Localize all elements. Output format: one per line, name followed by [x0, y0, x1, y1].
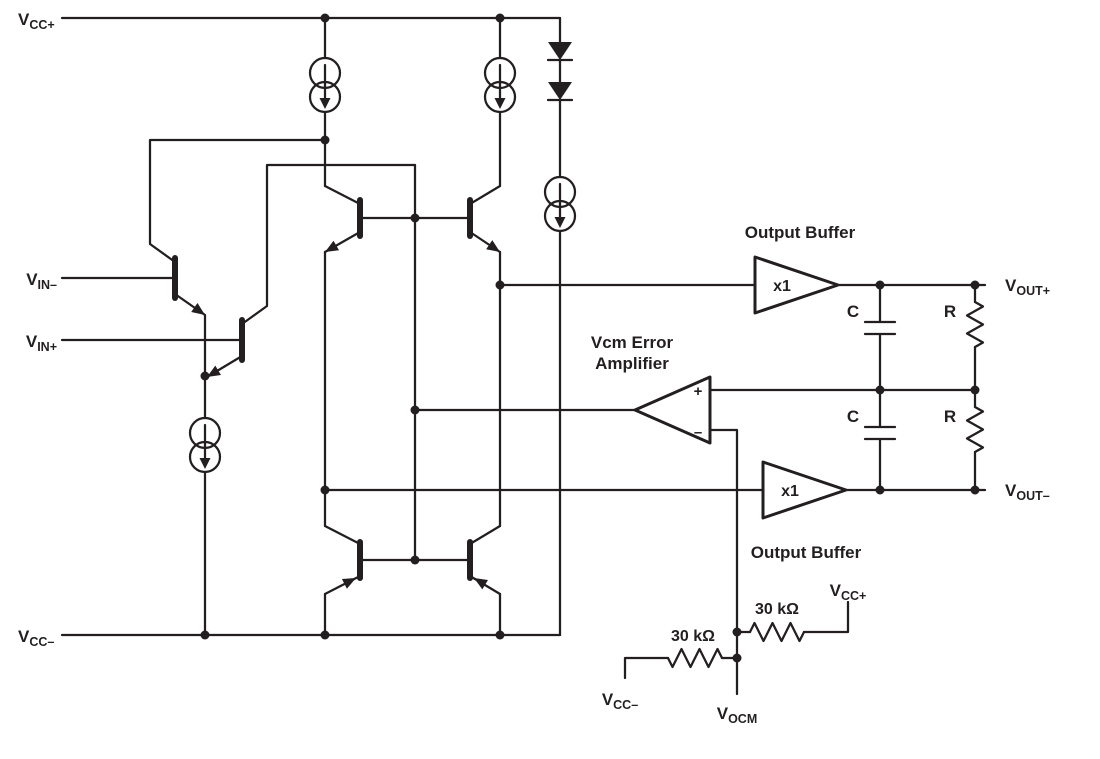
vcc-plus-top-label: VCC+ [18, 10, 55, 32]
buffer-gain-label: x1 [773, 278, 791, 295]
junction-dot [410, 213, 420, 223]
vocm-label: VOCM [717, 704, 758, 726]
collector-wire [468, 524, 502, 546]
junction-dot [875, 385, 885, 395]
buffer-gain-label: x1 [781, 483, 799, 500]
emitter-arrow-icon [341, 578, 356, 589]
junction-dot [495, 280, 505, 290]
resistor-value-label: 30 kΩ [671, 628, 715, 645]
divider-wire [623, 656, 670, 680]
capacitor-label: C [847, 302, 859, 321]
emitter-arrow-icon [486, 240, 500, 252]
resistor-zigzag [965, 405, 985, 454]
vcc-minus-bottom-label: VCC– [18, 627, 54, 649]
output-buffer-bottom: Output Buffer x1 [323, 460, 987, 562]
diode-icon [548, 42, 572, 60]
junction-dots [200, 13, 980, 663]
collector-wire [148, 138, 327, 264]
junction-dot [320, 485, 330, 495]
collector-wire [240, 163, 417, 326]
vertical-branches [323, 16, 502, 637]
resistor-zigzag [965, 300, 985, 349]
resistor-value-label: 30 kΩ [755, 601, 799, 618]
diode-icon [548, 82, 572, 100]
junction-dot [732, 627, 742, 637]
resistor-label: R [944, 407, 956, 426]
emitter-arrow-icon [325, 240, 340, 252]
terminal-labels: VCC+ VIN– VIN+ VCC– VOUT+ VOUT– VCC+ VCC… [18, 10, 1050, 726]
plus-input-sign: + [694, 383, 703, 400]
collector-wire [323, 184, 362, 206]
junction-dot [970, 485, 980, 495]
vcm-error-amplifier: Vcm Error Amplifier + – [413, 333, 977, 696]
output-buffer-top: Output Buffer x1 [498, 223, 987, 315]
resistor-zigzag [748, 621, 806, 643]
buffer-triangle [753, 255, 840, 315]
resistor-label: R [944, 302, 956, 321]
junction-dot [320, 13, 330, 23]
emitter-arrow-icon [207, 365, 221, 377]
power-rails [60, 16, 562, 637]
divider-wire [802, 600, 850, 634]
vcm-minus-input-wire [708, 428, 739, 696]
minus-input-sign: – [694, 424, 702, 441]
emitter-arrow-icon [191, 303, 205, 315]
junction-dot [320, 135, 330, 145]
junction-dot [495, 13, 505, 23]
vin-plus-label: VIN+ [26, 332, 57, 354]
buffer-triangle [761, 460, 848, 520]
vcm-amplifier-title: Vcm Error [591, 333, 674, 352]
vcm-amplifier-title: Amplifier [595, 354, 669, 373]
junction-dot [875, 280, 885, 290]
current-source-icon [543, 175, 577, 233]
resistor-zigzag [666, 647, 724, 669]
current-source-icon [483, 56, 517, 114]
output-rc-network: C R C R [847, 283, 985, 492]
bias-diodes [546, 16, 574, 637]
junction-dot [410, 405, 420, 415]
input-differential-pair [60, 138, 417, 637]
junction-dot [875, 485, 885, 495]
vcc-plus-divider-label: VCC+ [830, 581, 867, 603]
vout-minus-label: VOUT– [1005, 481, 1050, 503]
junction-dot [320, 630, 330, 640]
junction-dot [970, 280, 980, 290]
junction-dot [970, 385, 980, 395]
capacitor-label: C [847, 407, 859, 426]
vcc-minus-divider-label: VCC– [602, 690, 638, 712]
vcm-amplifier-triangle [633, 375, 712, 445]
vocm-divider: 30 kΩ 30 kΩ [623, 600, 850, 680]
current-source-icon [188, 416, 222, 474]
emitter-wire [468, 574, 502, 596]
current-source-icon [308, 56, 342, 114]
junction-dot [410, 555, 420, 565]
collector-wire [323, 524, 362, 546]
junction-dot [200, 630, 210, 640]
junction-dot [200, 371, 210, 381]
buffer-title: Output Buffer [751, 543, 862, 562]
emitter-arrow-icon [474, 578, 488, 590]
collector-wire [468, 184, 502, 206]
vin-minus-label: VIN– [26, 270, 57, 292]
vout-plus-label: VOUT+ [1005, 276, 1050, 298]
buffer-title: Output Buffer [745, 223, 856, 242]
junction-dot [495, 630, 505, 640]
junction-dot [732, 653, 742, 663]
